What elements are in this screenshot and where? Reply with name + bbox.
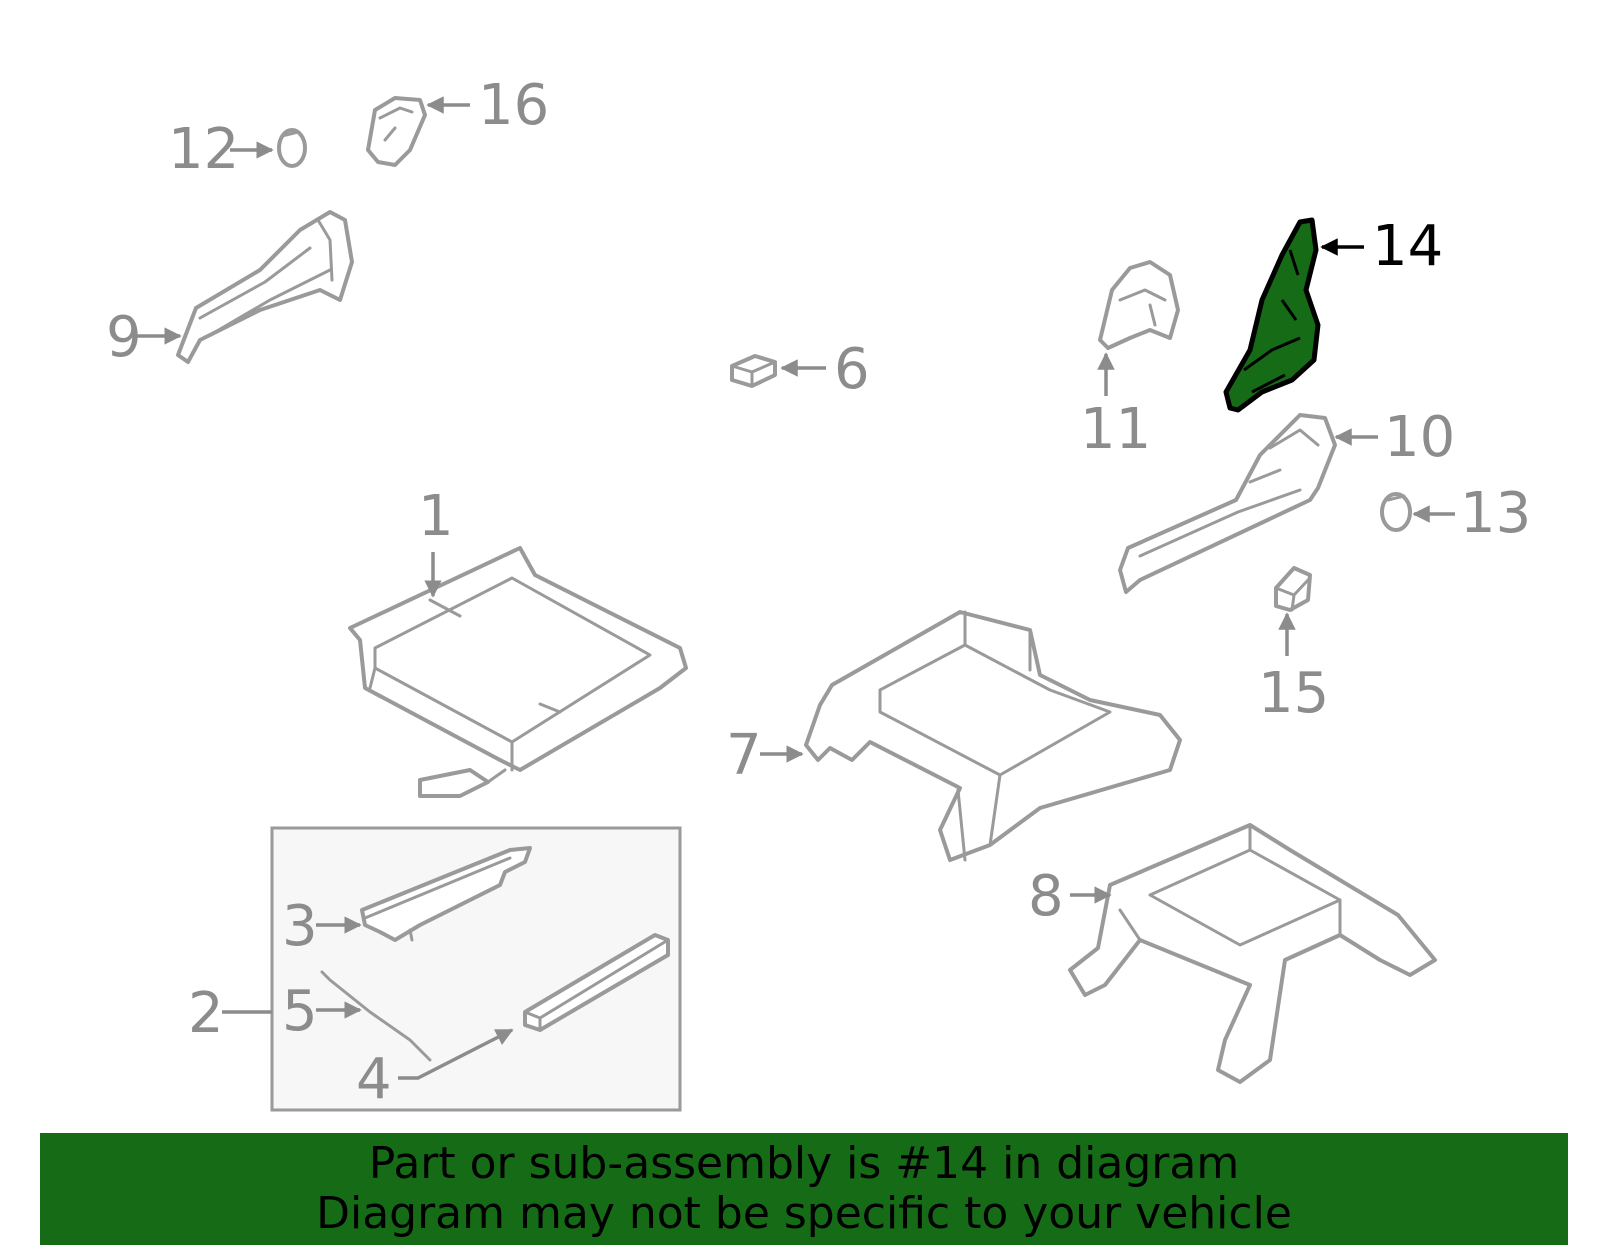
- part-3-rail: [360, 846, 532, 942]
- callout-15: 15: [1258, 661, 1329, 726]
- callout-9: 9: [106, 305, 142, 370]
- part-10-base: [1118, 413, 1337, 594]
- part-14-recliner: [1223, 217, 1321, 413]
- part-7-riser: [804, 610, 1182, 862]
- part-5-wire: [320, 970, 432, 1062]
- callout-6: 6: [834, 337, 870, 402]
- part-16-bracket: [366, 96, 427, 167]
- callout-1: 1: [418, 484, 454, 549]
- banner-line-1: Part or sub-assembly is #14 in diagram: [368, 1138, 1240, 1189]
- callout-14: 14: [1372, 214, 1443, 279]
- part-4-tube: [523, 933, 670, 1032]
- callout-13: 13: [1460, 481, 1531, 546]
- part-6-block: [730, 354, 777, 388]
- part-13-cap: [1380, 492, 1412, 532]
- part-11-cover: [1098, 260, 1180, 350]
- part-15-clip: [1274, 566, 1312, 612]
- callout-12: 12: [168, 117, 239, 182]
- callout-3: 3: [282, 894, 318, 959]
- leader-4: [398, 1028, 514, 1080]
- part-1-frame: [348, 546, 688, 798]
- callout-11: 11: [1080, 397, 1151, 462]
- banner-line-2: Diagram may not be specific to your vehi…: [316, 1188, 1292, 1239]
- callout-2: 2: [188, 981, 224, 1046]
- callout-16: 16: [478, 73, 549, 138]
- callout-8: 8: [1028, 864, 1064, 929]
- callout-4: 4: [356, 1047, 392, 1112]
- callout-7: 7: [726, 723, 762, 788]
- callout-10: 10: [1384, 405, 1455, 470]
- part-12-cap: [277, 128, 307, 168]
- part-9-cover: [176, 210, 354, 364]
- part-8-base: [1068, 823, 1437, 1084]
- info-banner: Part or sub-assembly is #14 in diagram D…: [40, 1133, 1568, 1245]
- callout-5: 5: [282, 979, 318, 1044]
